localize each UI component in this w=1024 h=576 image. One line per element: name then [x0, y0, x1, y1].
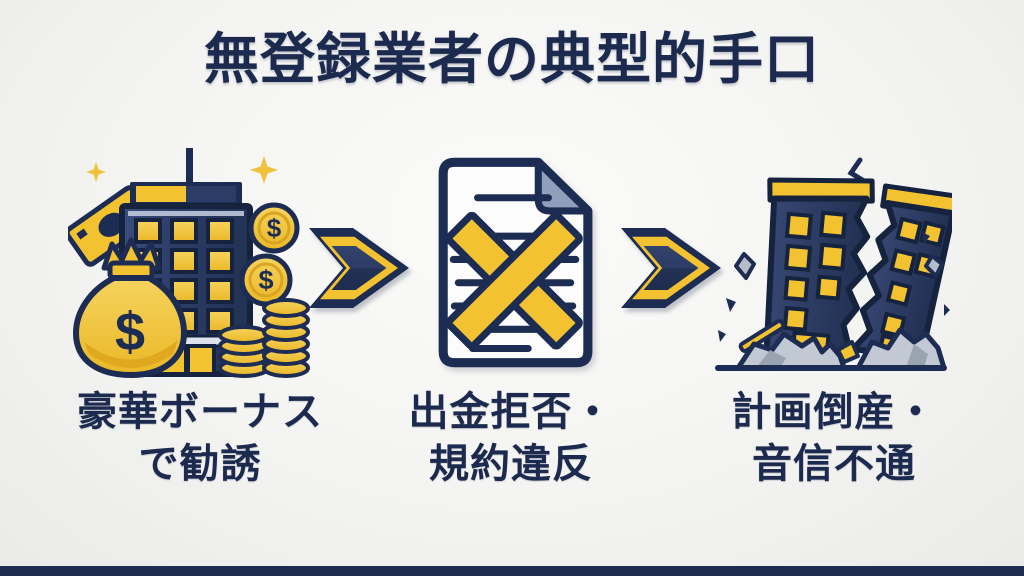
caption-line: で勧誘 [138, 442, 262, 486]
collapsing-building-icon [710, 144, 952, 376]
rejected-document-icon [427, 152, 599, 372]
caption-vanish: 計画倒産・ 音信不通 [678, 386, 990, 490]
sparkle-icon [250, 156, 278, 184]
coin-icon: $ [239, 253, 293, 307]
svg-text:$: $ [258, 265, 273, 295]
money-bag-icon: $ [72, 237, 188, 379]
right-arrow-icon [615, 210, 727, 326]
caption-line: 規約違反 [429, 442, 593, 486]
building-with-money-icon: $ $ $ [68, 132, 312, 380]
right-tower [850, 183, 952, 361]
coin-icon: $ [248, 202, 300, 254]
caption-line: 音信不通 [752, 442, 916, 486]
caption-line: 豪華ボーナス [77, 390, 323, 434]
svg-text:$: $ [267, 213, 282, 243]
caption-line: 計画倒産・ [731, 390, 937, 434]
right-arrow-icon [303, 210, 415, 326]
rubble [735, 327, 947, 371]
folded-corner [534, 158, 592, 215]
svg-text:$: $ [115, 302, 145, 362]
x-mark-icon [445, 211, 583, 350]
footer-bar [0, 566, 1024, 576]
debris [718, 232, 950, 342]
coin-stack-icon [218, 298, 310, 378]
caption-lure: 豪華ボーナス で勧誘 [28, 386, 372, 490]
page-title: 無登録業者の典型的手口 [203, 28, 820, 90]
caption-line: 出金拒否・ [408, 390, 614, 434]
left-tower [763, 177, 875, 364]
sparkle-icon [86, 162, 106, 182]
caption-refuse: 出金拒否・ 規約違反 [358, 386, 664, 490]
